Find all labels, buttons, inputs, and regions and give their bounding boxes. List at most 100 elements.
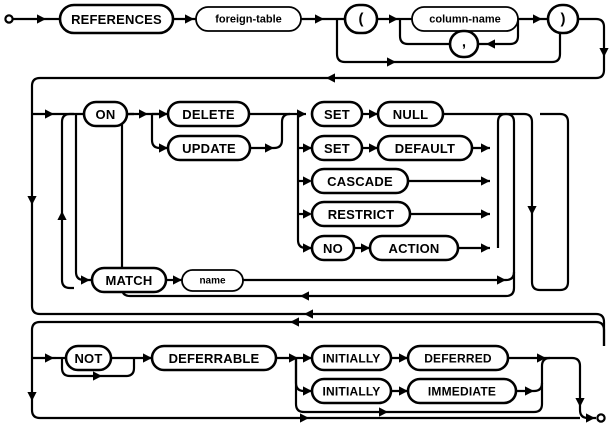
arrowhead-rparen xyxy=(533,14,542,24)
node-deferred-label: DEFERRED xyxy=(424,352,492,366)
arrowhead-right-rail-down-1 xyxy=(599,48,609,57)
arrowhead-update xyxy=(159,143,168,153)
node-restrict-label: RESTRICT xyxy=(328,207,395,222)
arrowhead-comma-loop xyxy=(486,39,495,49)
track-not-skip-right xyxy=(106,358,136,378)
node-lparen-shape xyxy=(343,3,379,35)
arrowhead-end xyxy=(586,413,595,423)
node-initially-immediate-shape xyxy=(310,377,393,405)
node-null: NULL xyxy=(376,100,445,128)
arrowhead-action-fanout xyxy=(297,109,306,119)
track-row3-exit xyxy=(556,356,596,420)
node-deferrable-label: DEFERRABLE xyxy=(169,351,260,366)
track-to-update xyxy=(150,114,168,150)
track-not-skip-left xyxy=(60,358,106,378)
node-no-label: NO xyxy=(323,241,343,256)
arrowhead-deferred xyxy=(399,353,408,363)
node-cascade-label: CASCADE xyxy=(327,174,393,189)
node-not: NOT xyxy=(64,344,113,372)
arrowhead-row3-bypass-right xyxy=(300,413,309,423)
arrowhead-cascade-out xyxy=(481,176,490,186)
node-action: ACTION xyxy=(368,234,460,262)
arrowhead-immediate xyxy=(399,386,408,396)
node-deferrable: DEFERRABLE xyxy=(150,344,278,372)
node-null-shape xyxy=(376,100,445,128)
track-row1-to-row2-wrap xyxy=(30,60,606,114)
diagram-start-marker xyxy=(4,14,14,24)
track-row3-bypass xyxy=(30,358,580,420)
node-update: UPDATE xyxy=(166,134,252,162)
node-default: DEFAULT xyxy=(376,134,474,162)
node-cascade-shape xyxy=(310,167,410,195)
track-row3-collector xyxy=(400,356,551,414)
arrowhead-update-merge xyxy=(265,143,274,153)
node-immediate: IMMEDIATE xyxy=(406,377,518,405)
node-deferred-shape xyxy=(406,344,510,372)
arrowhead-paren-bypass xyxy=(387,57,396,67)
arrowhead-default xyxy=(369,143,378,153)
track-action-collector-rail xyxy=(496,112,507,248)
node-initially-deferred-shape xyxy=(310,344,393,372)
node-delete: DELETE xyxy=(166,100,251,128)
node-name-shape xyxy=(181,269,244,292)
node-immediate-shape xyxy=(406,377,518,405)
track-comma-loop-left xyxy=(398,19,450,46)
node-set-default: SET xyxy=(310,134,364,162)
node-default-label: DEFAULT xyxy=(395,141,455,156)
arrowhead-row3-fan-skip xyxy=(379,407,388,417)
arrowhead-row3-exit-down xyxy=(575,398,585,407)
track-row3-feed xyxy=(30,320,606,358)
node-not-shape xyxy=(64,344,113,372)
node-set-null-shape xyxy=(310,100,364,128)
node-default-shape xyxy=(376,134,474,162)
node-on: ON xyxy=(82,100,129,128)
arrowhead-row3-feed xyxy=(290,317,299,327)
node-delete-shape xyxy=(166,100,251,128)
arrowhead-row2-bypass-left xyxy=(304,309,313,319)
arrowhead-initially-deferred xyxy=(303,353,312,363)
track-row2-outer-return xyxy=(530,112,570,292)
row3-track-group xyxy=(27,317,606,423)
node-not-label: NOT xyxy=(74,351,102,366)
arrowhead-no xyxy=(303,243,312,253)
node-on-label: ON xyxy=(96,107,116,122)
node-set-default-shape xyxy=(310,134,364,162)
arrowhead-restrict xyxy=(303,209,312,219)
arrowhead-null xyxy=(369,109,378,119)
arrowhead-row2-repeat-up xyxy=(57,211,67,220)
node-match: MATCH xyxy=(90,266,168,294)
arrowhead-cascade xyxy=(303,176,312,186)
node-name: name xyxy=(181,269,244,292)
node-match-shape xyxy=(90,266,168,294)
node-comma-label: , xyxy=(462,34,466,51)
diagram-end-marker xyxy=(596,413,606,423)
node-deferrable-shape xyxy=(150,344,278,372)
arrowhead-name-out xyxy=(497,275,506,285)
node-action-label: ACTION xyxy=(388,241,439,256)
node-set-default-label: SET xyxy=(324,141,350,156)
node-references-label: REFERENCES xyxy=(71,12,162,27)
node-match-label: MATCH xyxy=(106,273,153,288)
node-initially-deferred: INITIALLY xyxy=(310,344,393,372)
track-update-merge xyxy=(250,112,291,150)
arrowhead-paren-split xyxy=(315,14,324,24)
node-comma-shape xyxy=(448,29,480,59)
arrowhead-delete xyxy=(159,109,168,119)
node-set-null-label: SET xyxy=(324,107,350,122)
arrowhead-row2-bypass-down xyxy=(27,196,37,205)
node-update-label: UPDATE xyxy=(182,141,236,156)
node-foreign-table-shape xyxy=(195,6,302,32)
node-column-name-label: column-name xyxy=(429,14,501,26)
node-initially-immediate: INITIALLY xyxy=(310,377,393,405)
node-action-shape xyxy=(368,234,460,262)
arrowhead-restrict-out xyxy=(481,209,490,219)
track-row2-to-match-branch xyxy=(74,114,92,282)
arrowhead-deferred-out xyxy=(537,353,546,363)
node-restrict-shape xyxy=(310,200,412,228)
arrowhead-on-out xyxy=(139,109,148,119)
track-row2-repeat-loop-left xyxy=(60,122,74,290)
node-rparen: ) xyxy=(546,3,580,35)
track-row3-fan-rail xyxy=(294,358,400,414)
node-column-name: column-name xyxy=(411,6,519,32)
